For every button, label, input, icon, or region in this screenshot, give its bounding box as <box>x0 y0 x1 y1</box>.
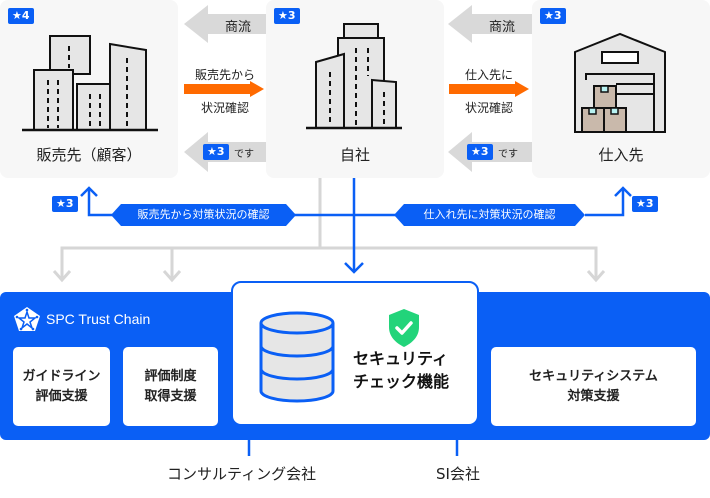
gray-left-arrow-icon <box>448 5 532 43</box>
commerce-arrow-right: 商流 <box>448 5 532 43</box>
service-certification-support: 評価制度 取得支援 <box>123 347 218 426</box>
company-building-icon <box>306 23 402 130</box>
rating-suffix: です <box>498 149 518 160</box>
commerce-arrow-left: 商流 <box>184 5 268 43</box>
warehouse-icon <box>574 32 666 133</box>
gray-arrowhead-icon <box>162 270 182 283</box>
blue-arrow-up-icon <box>614 186 632 197</box>
self-rating-badge: ★3 <box>274 8 300 24</box>
customer-label: 販売先（顧客） <box>36 146 142 164</box>
customer-confirm-rating-badge: ★3 <box>52 196 78 212</box>
service-line2: 評価支援 <box>35 388 88 404</box>
brand-logo: SPC Trust Chain <box>13 306 150 332</box>
blue-connectors <box>80 178 632 456</box>
customer-card: ★4 販売先（顧客） <box>0 0 178 178</box>
core-feature-label: セキュリティ チェック機能 <box>353 347 458 393</box>
customer-confirm-pill: 販売先から対策状況の確認 <box>111 204 296 226</box>
self-label: 自社 <box>339 146 370 164</box>
service-line1: セキュリティシステム <box>529 369 658 384</box>
blue-arrow-down-icon <box>344 262 364 274</box>
core-line1: セキュリティ <box>353 349 449 368</box>
supplier-card: ★3 仕入先 <box>532 0 710 178</box>
left-check-line2: 状況確認 <box>200 101 249 115</box>
blue-line-to-customer <box>87 188 115 217</box>
orange-right-arrow-icon <box>449 81 529 97</box>
supplier-rating-badge-inline: ★3 <box>467 144 493 160</box>
gray-left-arrow-icon <box>184 5 268 43</box>
service-security-system-support: セキュリティシステム 対策支援 <box>491 347 696 426</box>
core-line2: チェック機能 <box>353 372 450 392</box>
right-check-line2: 状況確認 <box>464 101 513 115</box>
supplier-rating-badge: ★3 <box>540 8 566 24</box>
service-line2: 対策支援 <box>567 388 620 404</box>
star-pentagon-logo-icon <box>14 307 40 331</box>
consulting-company-label: コンサルティング会社 <box>167 465 317 483</box>
gray-arrowhead-icon <box>586 270 606 283</box>
security-check-core-box: セキュリティ チェック機能 <box>231 281 479 426</box>
supplier-label: 仕入先 <box>598 146 644 164</box>
blue-arrow-up-icon <box>80 186 98 197</box>
gray-horizontal-line <box>60 246 598 280</box>
si-company-label: SI会社 <box>436 465 480 483</box>
customer-rating-badge: ★4 <box>8 8 34 24</box>
rating-suffix: です <box>234 149 254 160</box>
blue-line-to-supplier <box>585 188 625 217</box>
left-check-line1: 販売先から <box>194 68 255 82</box>
gray-arrowhead-icon <box>52 270 72 283</box>
service-line1: ガイドライン <box>22 369 101 384</box>
rating-arrow-right: ★3 です <box>448 132 532 172</box>
service-line2: 取得支援 <box>144 388 197 404</box>
service-guideline-evaluation: ガイドライン 評価支援 <box>13 347 110 426</box>
commerce-label: 商流 <box>488 20 515 35</box>
right-check-line1: 仕入先に <box>464 68 513 82</box>
supplier-confirm-rating-badge: ★3 <box>632 196 658 212</box>
self-rating-badge-inline: ★3 <box>203 144 229 160</box>
orange-right-arrow-icon <box>184 81 264 97</box>
rating-arrow-left: ★3 です <box>184 132 268 172</box>
service-line1: 評価制度 <box>144 369 197 384</box>
shield-check-icon <box>389 309 419 347</box>
brand-name: SPC Trust Chain <box>46 311 151 327</box>
supplier-confirm-pill: 仕入れ先に対策状況の確認 <box>394 204 585 226</box>
self-card: ★3 自社 <box>266 0 444 178</box>
commerce-label: 商流 <box>224 20 251 35</box>
gray-connectors <box>52 178 606 283</box>
office-buildings-icon <box>22 35 158 132</box>
database-icon <box>259 311 335 403</box>
